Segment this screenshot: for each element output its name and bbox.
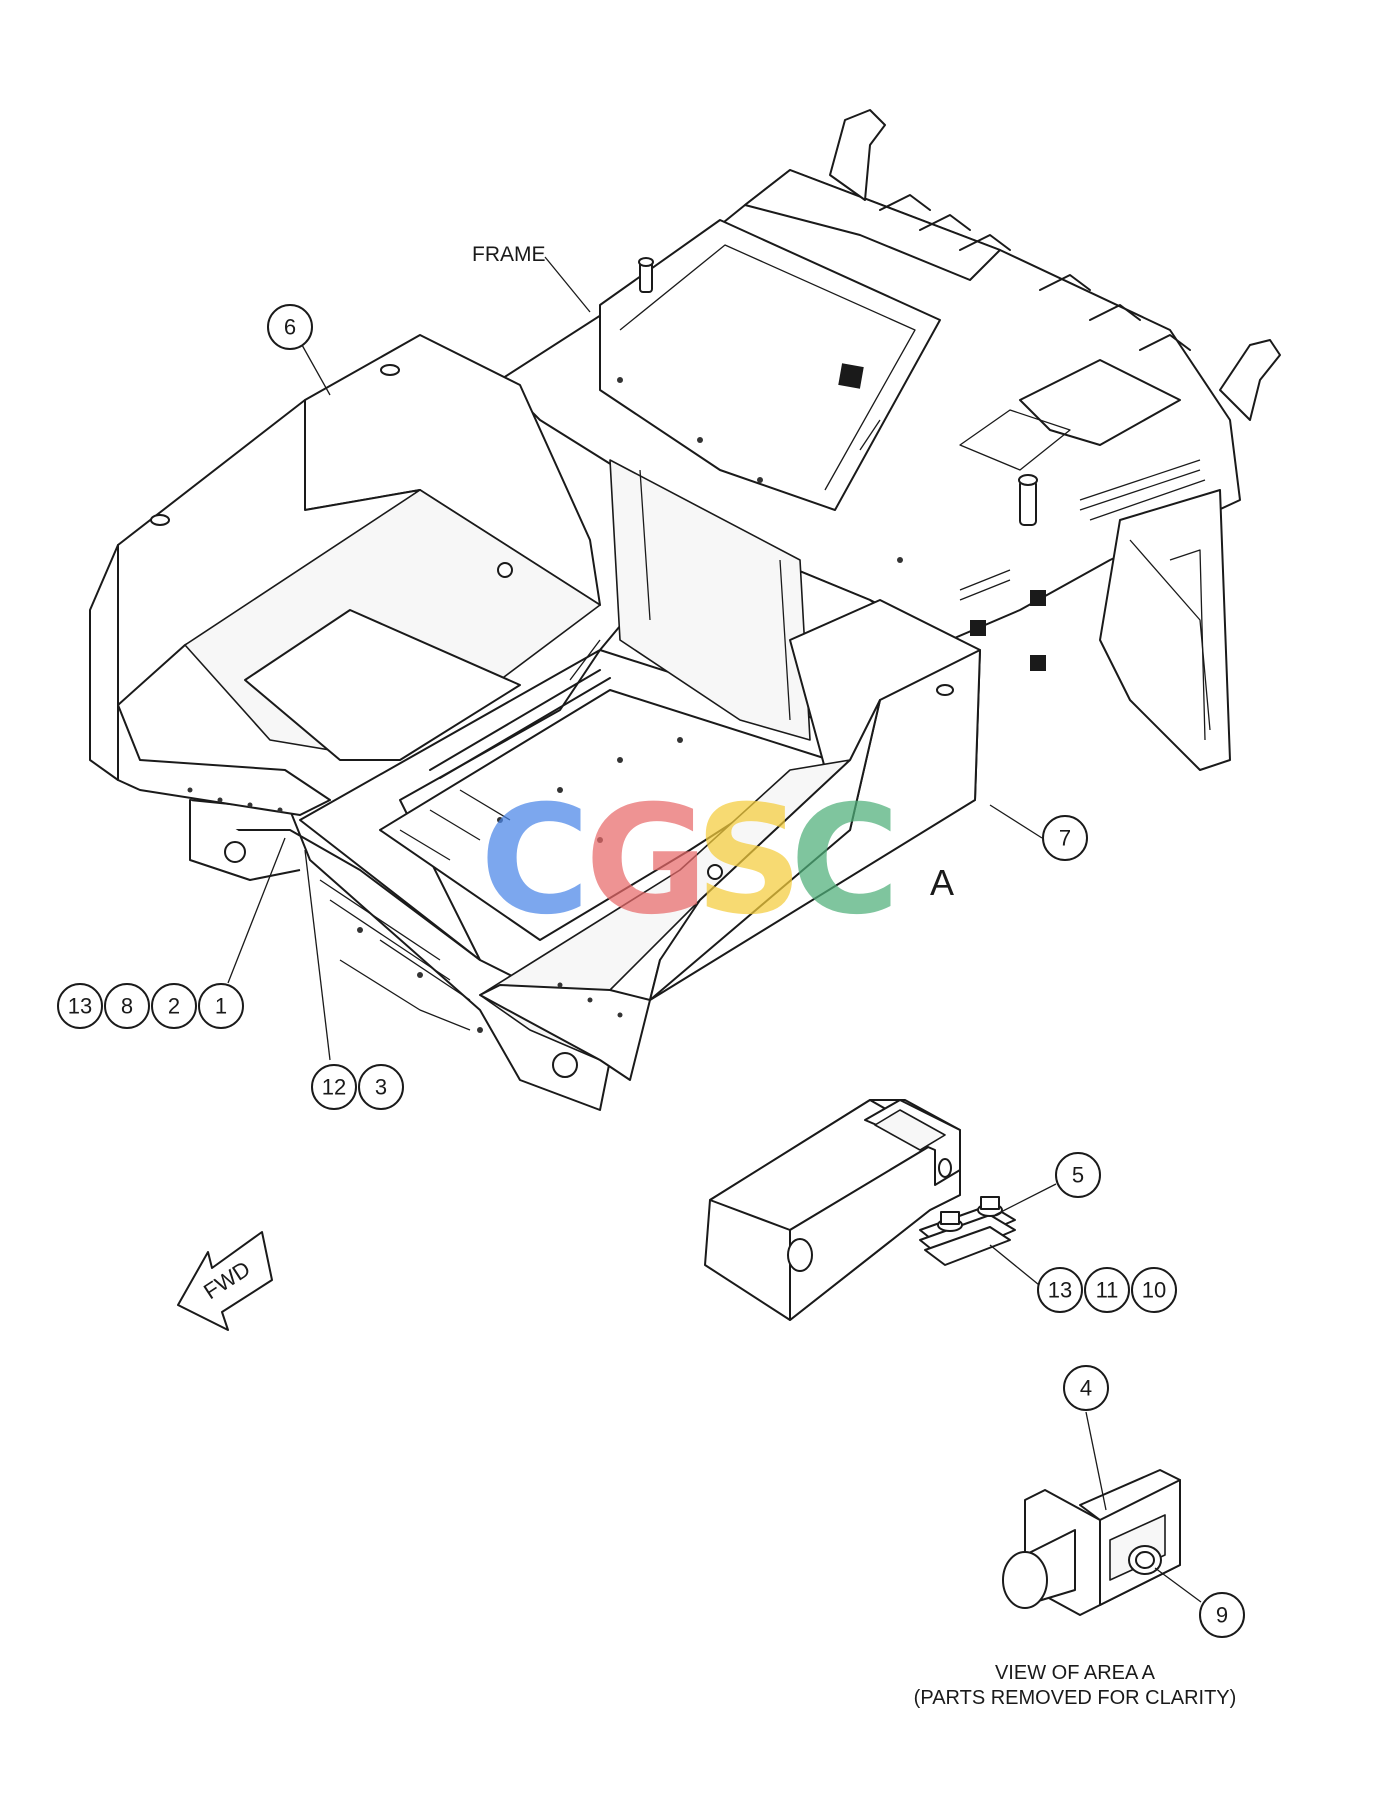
svg-text:2: 2 [168,994,180,1019]
svg-text:1: 1 [215,994,227,1019]
callout-2: 2 [151,983,197,1029]
leader-lines [227,256,1202,1603]
svg-text:9: 9 [1216,1603,1228,1628]
svg-text:13: 13 [1048,1278,1072,1303]
svg-text:13: 13 [68,994,92,1019]
callout-13-top: 13 [57,983,103,1029]
svg-text:12: 12 [322,1075,346,1100]
svg-text:5: 5 [1072,1163,1084,1188]
caption-title: VIEW OF AREA A [995,1662,1156,1684]
svg-text:4: 4 [1080,1376,1092,1401]
watermark-letter-3: S [695,774,803,948]
callout-4: 4 [1063,1365,1109,1411]
callout-13-bottom: 13 [1037,1267,1083,1313]
watermark-letter-1: C [480,774,590,948]
callout-3: 3 [358,1064,404,1110]
part-7-right-enclosure [479,599,981,1081]
frame-label: FRAME [472,243,546,266]
callout-5: 5 [1055,1152,1101,1198]
callout-11: 11 [1084,1267,1130,1313]
caption-subtitle: (PARTS REMOVED FOR CLARITY) [914,1687,1237,1709]
svg-text:7: 7 [1059,826,1071,851]
callout-10: 10 [1131,1267,1177,1313]
watermark-logo: C G S C [480,774,900,948]
callout-7: 7 [1042,815,1088,861]
fwd-direction-arrow: FWD [177,1231,273,1331]
part-6-left-enclosure [89,334,601,816]
svg-text:11: 11 [1096,1278,1119,1303]
callout-8: 8 [104,983,150,1029]
svg-text:6: 6 [284,315,296,340]
watermark-letter-2: G [585,774,708,948]
machine-frame [499,109,1281,771]
svg-text:3: 3 [375,1075,387,1100]
callout-12: 12 [311,1064,357,1110]
pin-detail-view [1002,1469,1181,1616]
callout-6: 6 [267,304,313,350]
area-a-marker: A [930,862,954,903]
callout-9: 9 [1199,1592,1245,1638]
callout-1: 1 [198,983,244,1029]
watermark-letter-4: C [790,774,900,948]
bracket-detail-view [704,1099,1016,1321]
svg-text:10: 10 [1142,1278,1166,1303]
svg-text:8: 8 [121,994,133,1019]
